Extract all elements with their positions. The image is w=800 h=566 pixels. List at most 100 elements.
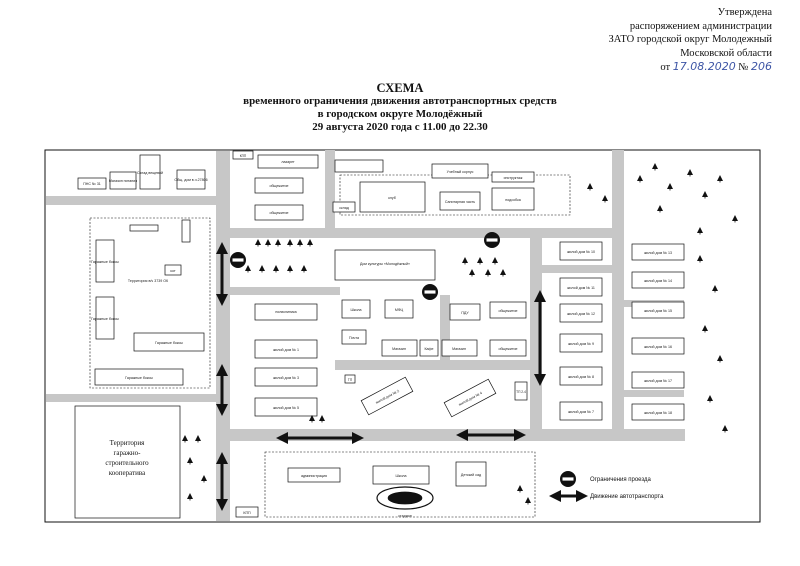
title-line-2: временного ограничения движения автотран… [243,95,557,107]
approval-line-3: ЗАТО городской округ Молодежный [608,34,772,45]
date-prefix: от [660,62,671,73]
building-obsh-3 [489,301,527,319]
building-lazaret [257,154,319,169]
label-hostel: Общ. дом в.ч.27806 [174,178,207,182]
label-obsh-3: общежитие [499,309,518,313]
label-obsh-2: общежитие [270,211,289,215]
road-center-lower [335,360,532,370]
legend-traffic-label: Движение автотранспорта [590,494,664,500]
stadium-field [387,491,423,505]
label-school: Школа [396,474,407,478]
label-shkola-sm: Школа [351,308,362,312]
building-pns [77,177,107,190]
label-dom-9: жилой дом № 9 [568,342,594,346]
building-garage-2 [95,296,115,340]
road-east-link-3 [624,390,684,397]
building-dom-11 [559,277,603,297]
label-uchebny: Учебный корпус [447,170,474,174]
label-lazaret: лазарет [281,160,295,164]
label-coop-3: строительного [105,459,149,467]
building-dom-5 [254,397,318,417]
building-dom-12 [559,303,603,323]
approval-date-line: от 17.08.2020 № 206 [532,60,772,75]
label-dom-5: жилой дом № 5 [273,406,299,410]
approval-line-1: Утверждена [717,7,772,18]
building-garage-3 [133,332,205,352]
legend-restriction-label: Ограничения проезда [590,477,651,483]
building-kafe [419,339,439,357]
building-dom-10 [559,241,603,261]
label-dom-17: жилой дом № 17 [644,379,672,383]
approval-line-2: распоряжением администрации [629,20,772,32]
label-dom-16: жилой дом № 16 [644,345,672,349]
label-garage-3: Гаражные боксы [155,341,183,345]
road-club-vertical [325,150,335,230]
building-kpp-bottom [235,506,259,518]
building-dom-9 [559,333,603,353]
building-admin [287,467,341,483]
label-obsh-1: общежитие [270,184,289,188]
fence-club-area [339,174,571,216]
building-tp-1 [344,374,356,384]
building-mfc [384,299,414,319]
area-garage-coop [74,405,181,519]
road-far-east-vertical [612,150,624,430]
label-obsh-4: общежитие [499,347,518,351]
restriction-marker-1 [230,252,246,268]
building-dom-4 [443,378,497,418]
building-small-north [334,159,384,173]
restriction-marker-3 [422,284,438,300]
building-dom-3 [254,367,318,387]
label-wing: подсобка [505,198,521,202]
label-sanchast: Санитарная часть [445,200,475,204]
label-garage-1: Гаражные боксы [91,260,119,264]
label-detsad: Детский сад [461,473,482,477]
number-value: 206 [751,60,772,73]
label-tp-2: ТП 2-4 [516,390,526,394]
building-dom-2 [360,376,414,416]
building-school [372,465,430,485]
building-hostel [176,169,206,190]
building-dom-7 [559,401,603,421]
building-right-bar [181,219,191,243]
legend-restriction-icon [560,471,576,487]
label-kafe: Кафе [424,347,433,351]
label-dom-12: жилой дом № 12 [567,312,595,316]
label-tp-1: ТП [348,378,353,382]
building-storage [139,154,161,190]
date-value: 17.08.2020 [672,60,736,73]
label-coop-2: гаражно- [114,449,142,457]
label-dom-3: жилой дом № 3 [273,376,299,380]
title-line-3: в городском округе Молодёжный [317,108,483,120]
building-kpp-top [232,150,254,160]
building-shkola-sm [341,299,371,319]
road-mid-horizontal [230,287,340,295]
label-magazin-2: Магазин [452,347,466,351]
label-magazin-1: Магазин [392,347,406,351]
label-pdu: ПДУ [461,311,469,315]
label-coop-4: кооператива [109,469,146,477]
label-territory: Территория в/ч 3739 ОК [128,279,169,283]
label-dom-7: жилой дом № 7 [568,410,594,414]
building-magazin-1 [381,339,418,357]
building-dom-15 [631,301,685,319]
label-stadium: стадион [398,514,412,518]
building-dom-13 [631,243,685,261]
road-east-link-1 [542,265,612,273]
label-dom-15: жилой дом № 15 [644,309,672,313]
label-dom-14: жилой дом № 14 [644,279,672,283]
label-pochta: Почта [349,336,359,340]
restriction-marker-2 [484,232,500,248]
label-garage-4: Гаражные боксы [125,376,153,380]
building-uchebny [431,163,489,179]
label-instr: инструктаж [504,176,523,180]
label-dom-18: жилой дом № 18 [644,411,672,415]
approval-line-4: Московской области [680,47,772,59]
building-club [359,181,426,213]
building-dom-8 [559,366,603,386]
title-line-4: 29 августа 2020 года с 11.00 до 22.30 [312,121,488,133]
fence-school-area [264,451,536,518]
approval-block: Утверждена распоряжением администрации З… [532,6,772,75]
road-left-horizontal [46,196,216,205]
label-mfc: МФЦ [395,308,404,312]
